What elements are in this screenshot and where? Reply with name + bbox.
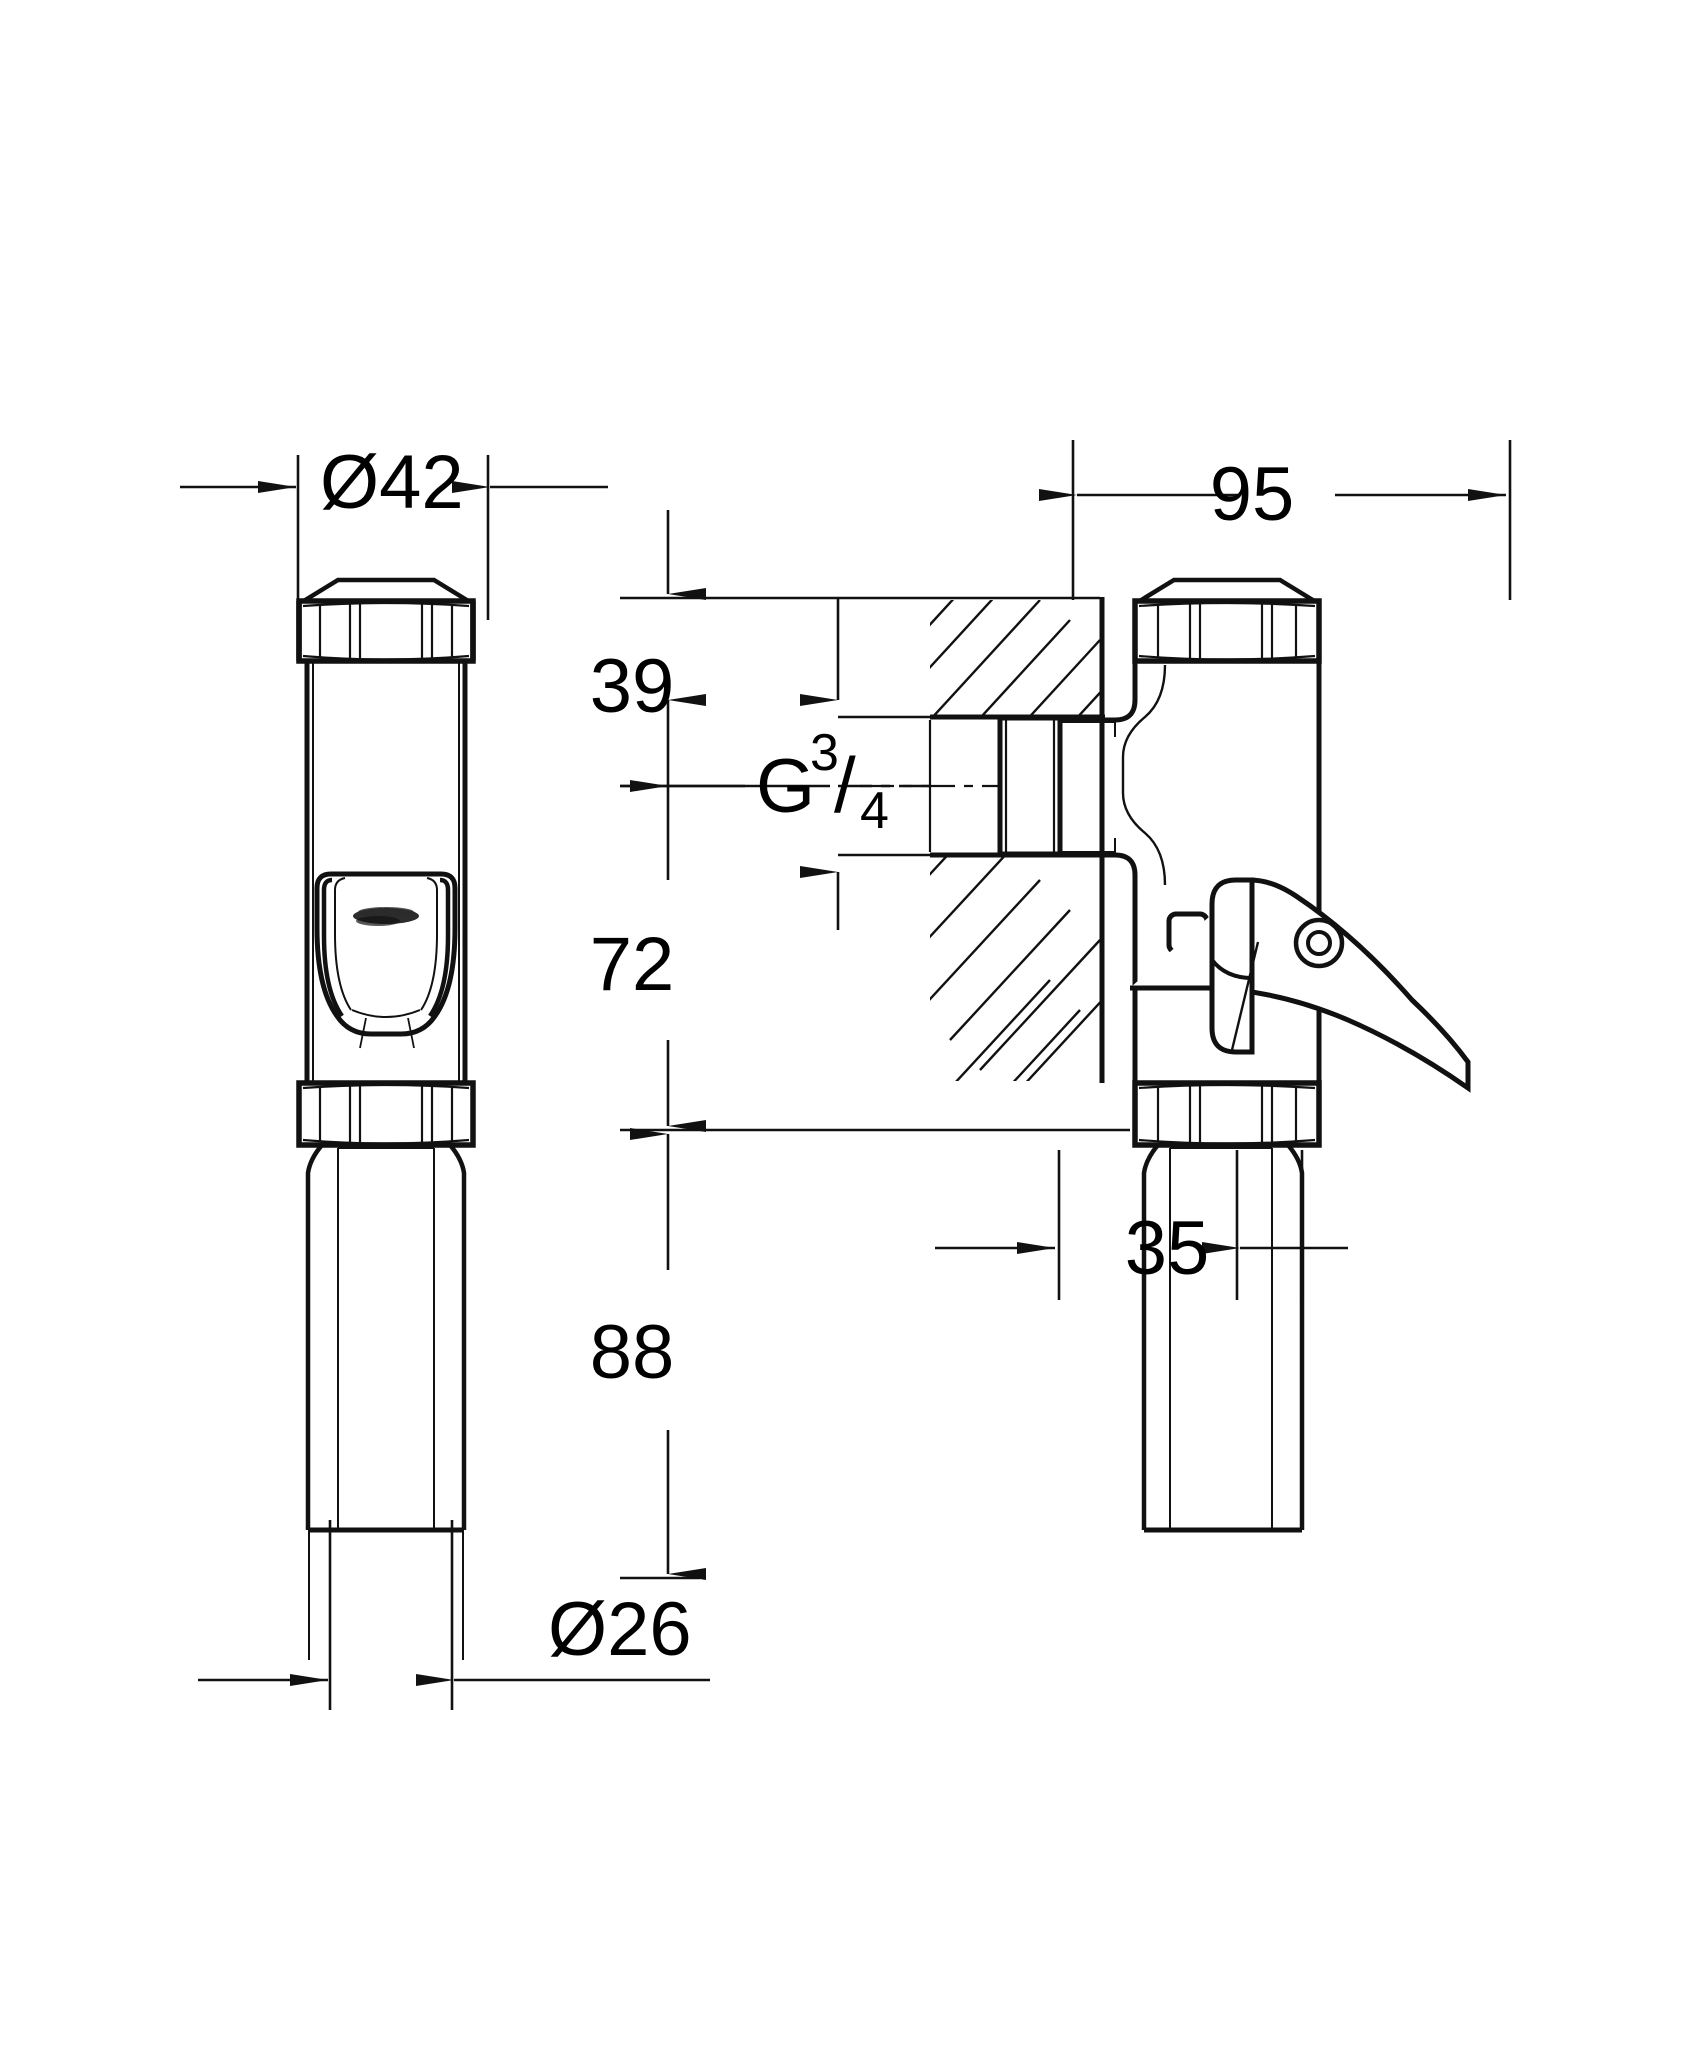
dimension-dia42 [180, 455, 608, 620]
thread-label-G34: G 3 / 4 [756, 724, 889, 840]
front-bottom-hex-nut [296, 1080, 476, 1148]
front-body-barrel [304, 661, 468, 1083]
dimension-label-95: 95 [1210, 452, 1295, 537]
threaded-inlet-G34 [997, 715, 1063, 857]
thread-label-numerator: 3 [810, 724, 839, 782]
dimension-dia26 [198, 1520, 710, 1710]
dimension-label-dia26: Ø26 [548, 1587, 692, 1672]
front-cover-plate [314, 871, 458, 1049]
dimension-label-35: 35 [1125, 1206, 1210, 1291]
grohe-logo [353, 907, 419, 926]
front-view [296, 577, 476, 1660]
dimension-label-39: 39 [590, 644, 675, 729]
dimension-label-dia42: Ø42 [320, 440, 464, 525]
dimension-label-72: 72 [590, 922, 675, 1007]
lever-handle[interactable] [1130, 877, 1471, 1093]
dimension-label-88: 88 [590, 1310, 675, 1395]
side-view-section [860, 577, 1471, 1533]
front-top-hex-nut [296, 577, 476, 664]
front-tail-pipe [305, 1143, 467, 1660]
thread-label-denominator: 4 [860, 782, 889, 840]
dimension-35 [935, 1150, 1348, 1300]
thread-label-slash: / [834, 741, 856, 829]
thread-label-letter: G [756, 744, 815, 829]
thread-callout-leader [620, 598, 930, 930]
side-valve-body [1060, 577, 1322, 1533]
dimension-95 [1039, 440, 1512, 600]
